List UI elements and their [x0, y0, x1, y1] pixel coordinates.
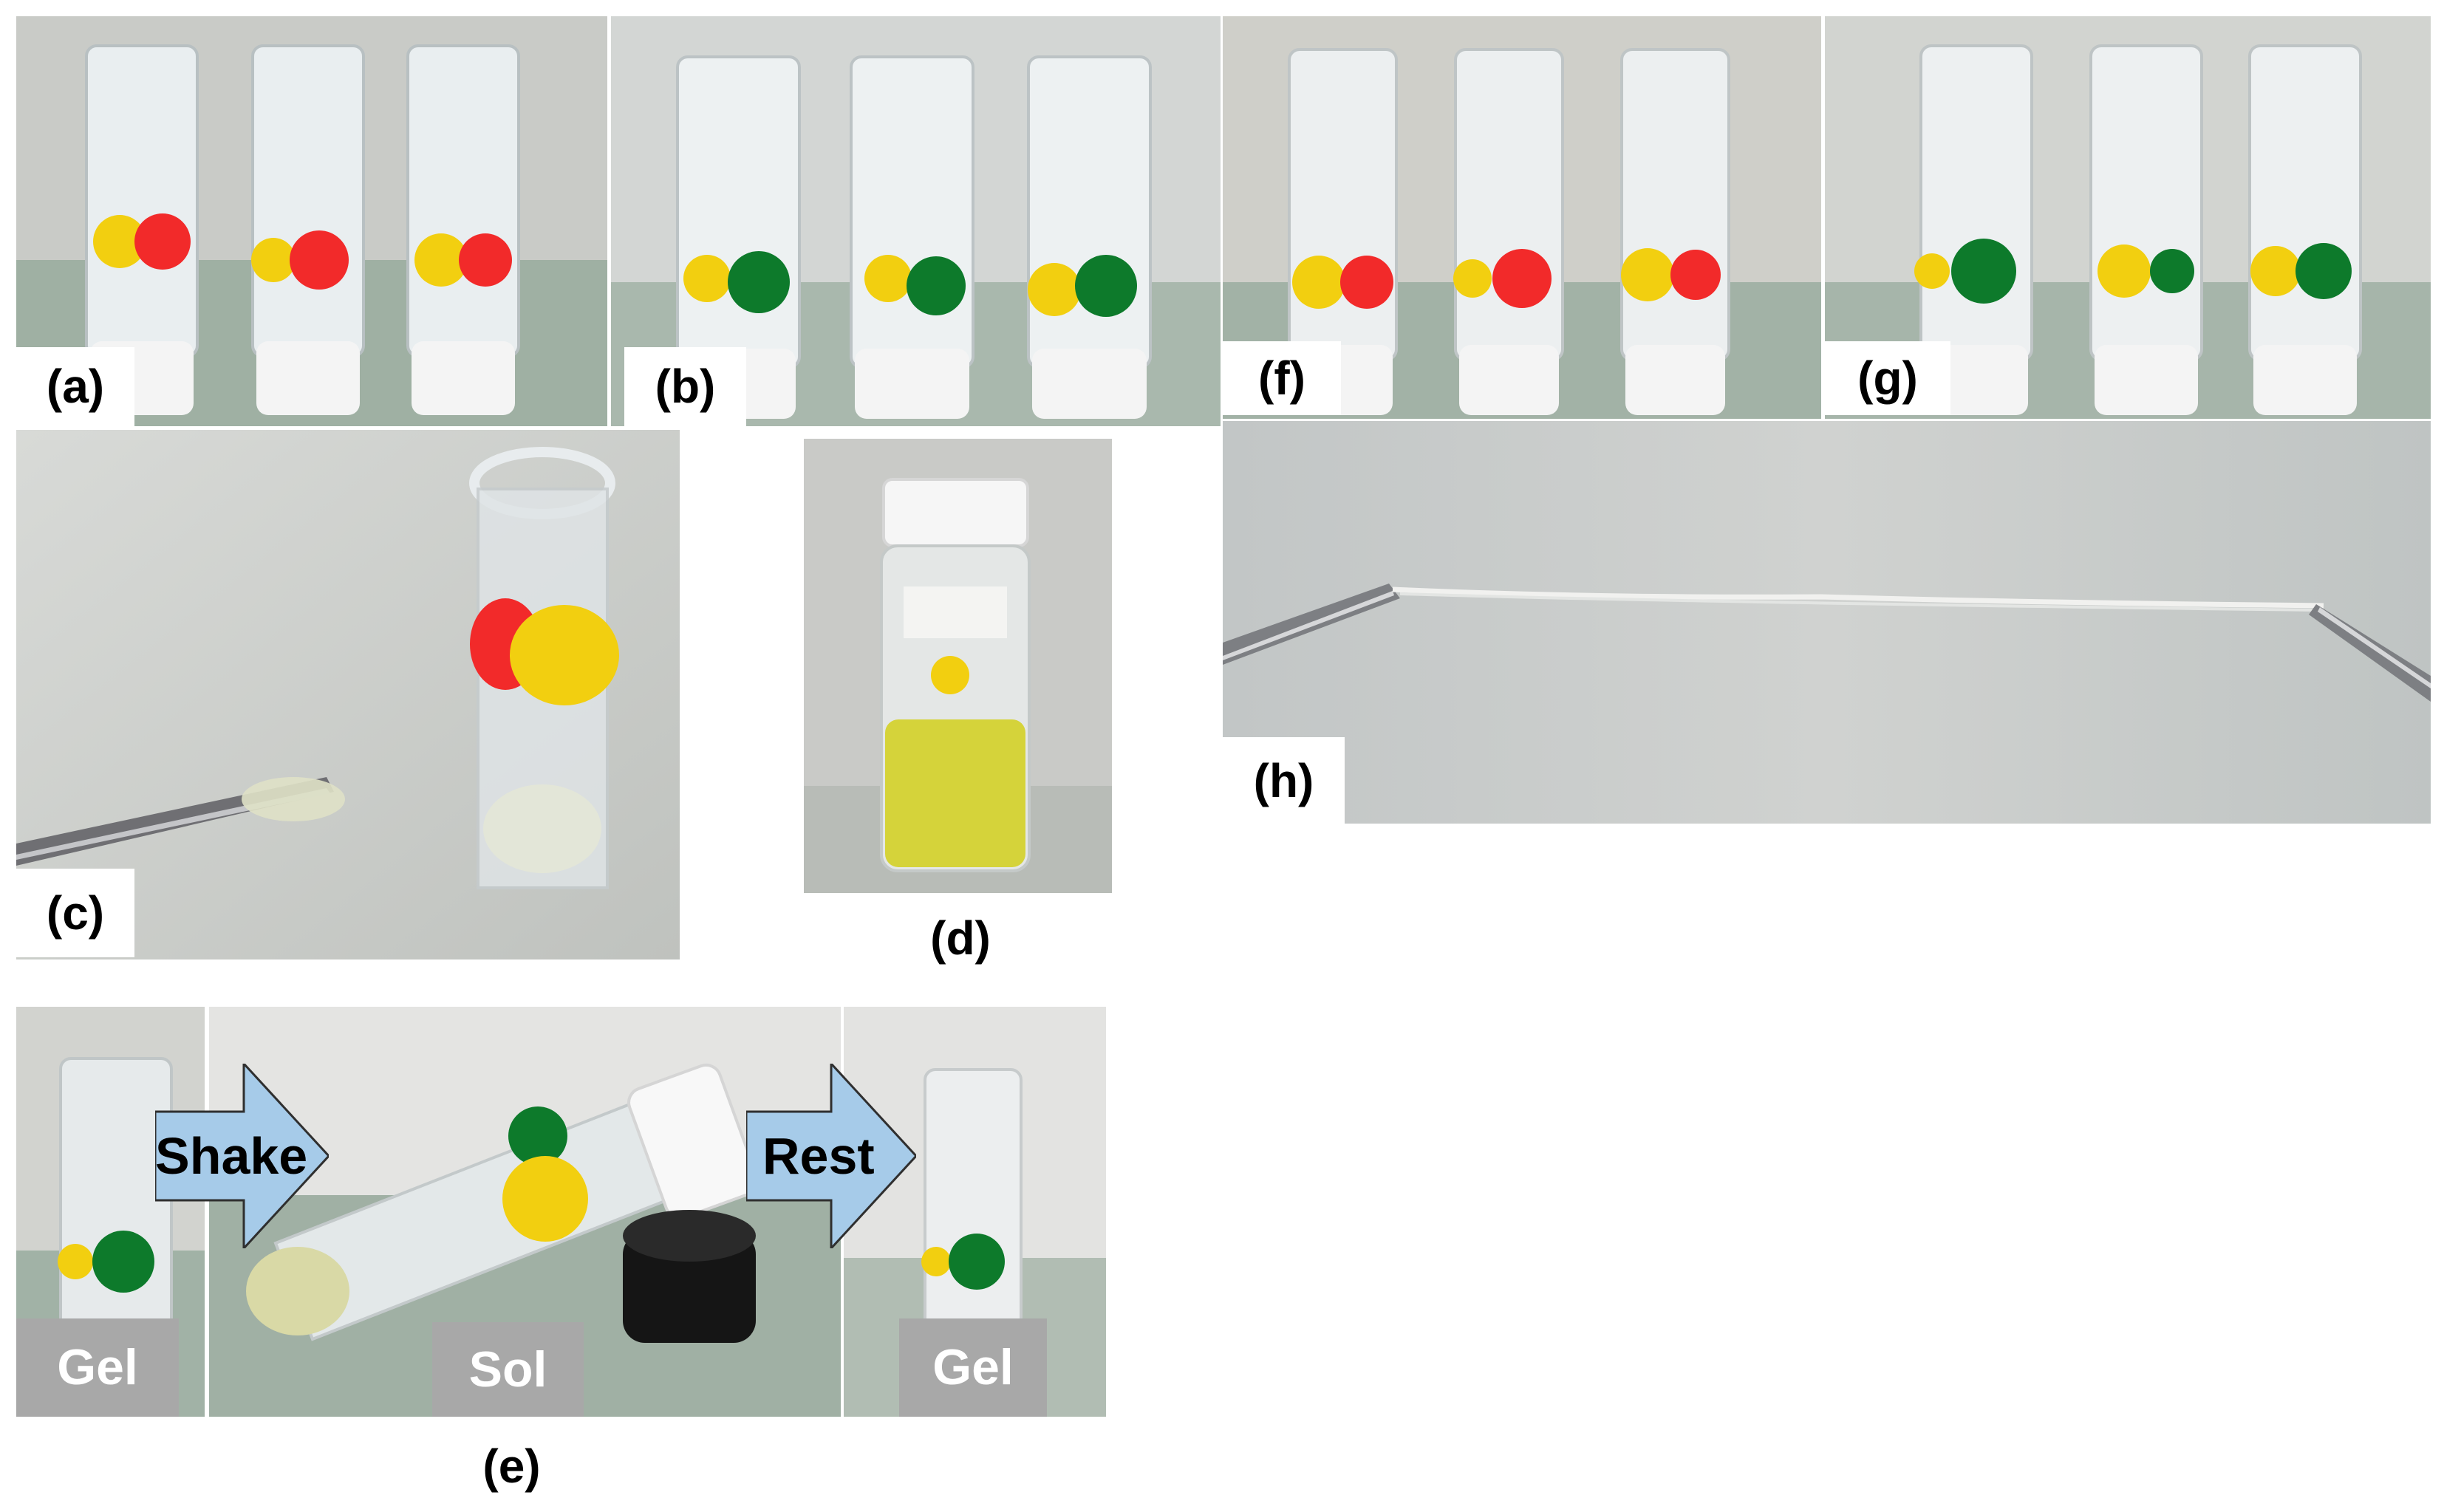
panel-h-label: (h): [1223, 737, 1345, 824]
panel-d-label: (d): [901, 905, 1020, 971]
panel-d-photo: [804, 439, 1112, 893]
vial-icon: [1914, 44, 2033, 415]
rest-arrow: Rest: [746, 1064, 916, 1248]
panel-b-label: (b): [624, 347, 746, 426]
gel-left-label: Gel: [16, 1318, 179, 1417]
gel-right-label: Gel: [899, 1318, 1047, 1417]
panel-a-label: (a): [16, 347, 134, 426]
vial-icon: [469, 447, 619, 889]
vial-icon: [1453, 48, 1564, 415]
panel-h-photo: [1223, 421, 2431, 824]
arrow-right-icon: [746, 1064, 916, 1248]
shake-label: Shake: [155, 1127, 308, 1185]
panel-c-label: (c): [16, 869, 134, 957]
arrow-right-icon: [155, 1064, 329, 1248]
tweezers-icon: [2309, 604, 2431, 702]
panel-e-label: (e): [451, 1429, 573, 1503]
tweezers-icon: [1223, 584, 1400, 665]
vial-icon: [2248, 44, 2362, 415]
vial-icon: [406, 44, 520, 415]
spatula-icon: [16, 777, 345, 866]
panel-f-label: (f): [1223, 341, 1341, 415]
shake-arrow: Shake: [155, 1064, 329, 1248]
vial-icon: [850, 55, 974, 419]
vial-icon: [2089, 44, 2203, 415]
cap-icon: [623, 1210, 756, 1343]
vial-icon: [251, 44, 365, 415]
vial-icon: [246, 1063, 760, 1341]
vial-icon: [1027, 55, 1152, 419]
panel-c-photo: [16, 430, 680, 959]
panel-g-label: (g): [1825, 341, 1950, 415]
rest-label: Rest: [762, 1127, 875, 1185]
vial-icon: [880, 478, 1031, 872]
panel-f-photo: [1223, 16, 1821, 419]
sol-label: Sol: [432, 1322, 584, 1417]
vial-icon: [58, 1057, 173, 1385]
vial-icon: [1620, 48, 1730, 415]
